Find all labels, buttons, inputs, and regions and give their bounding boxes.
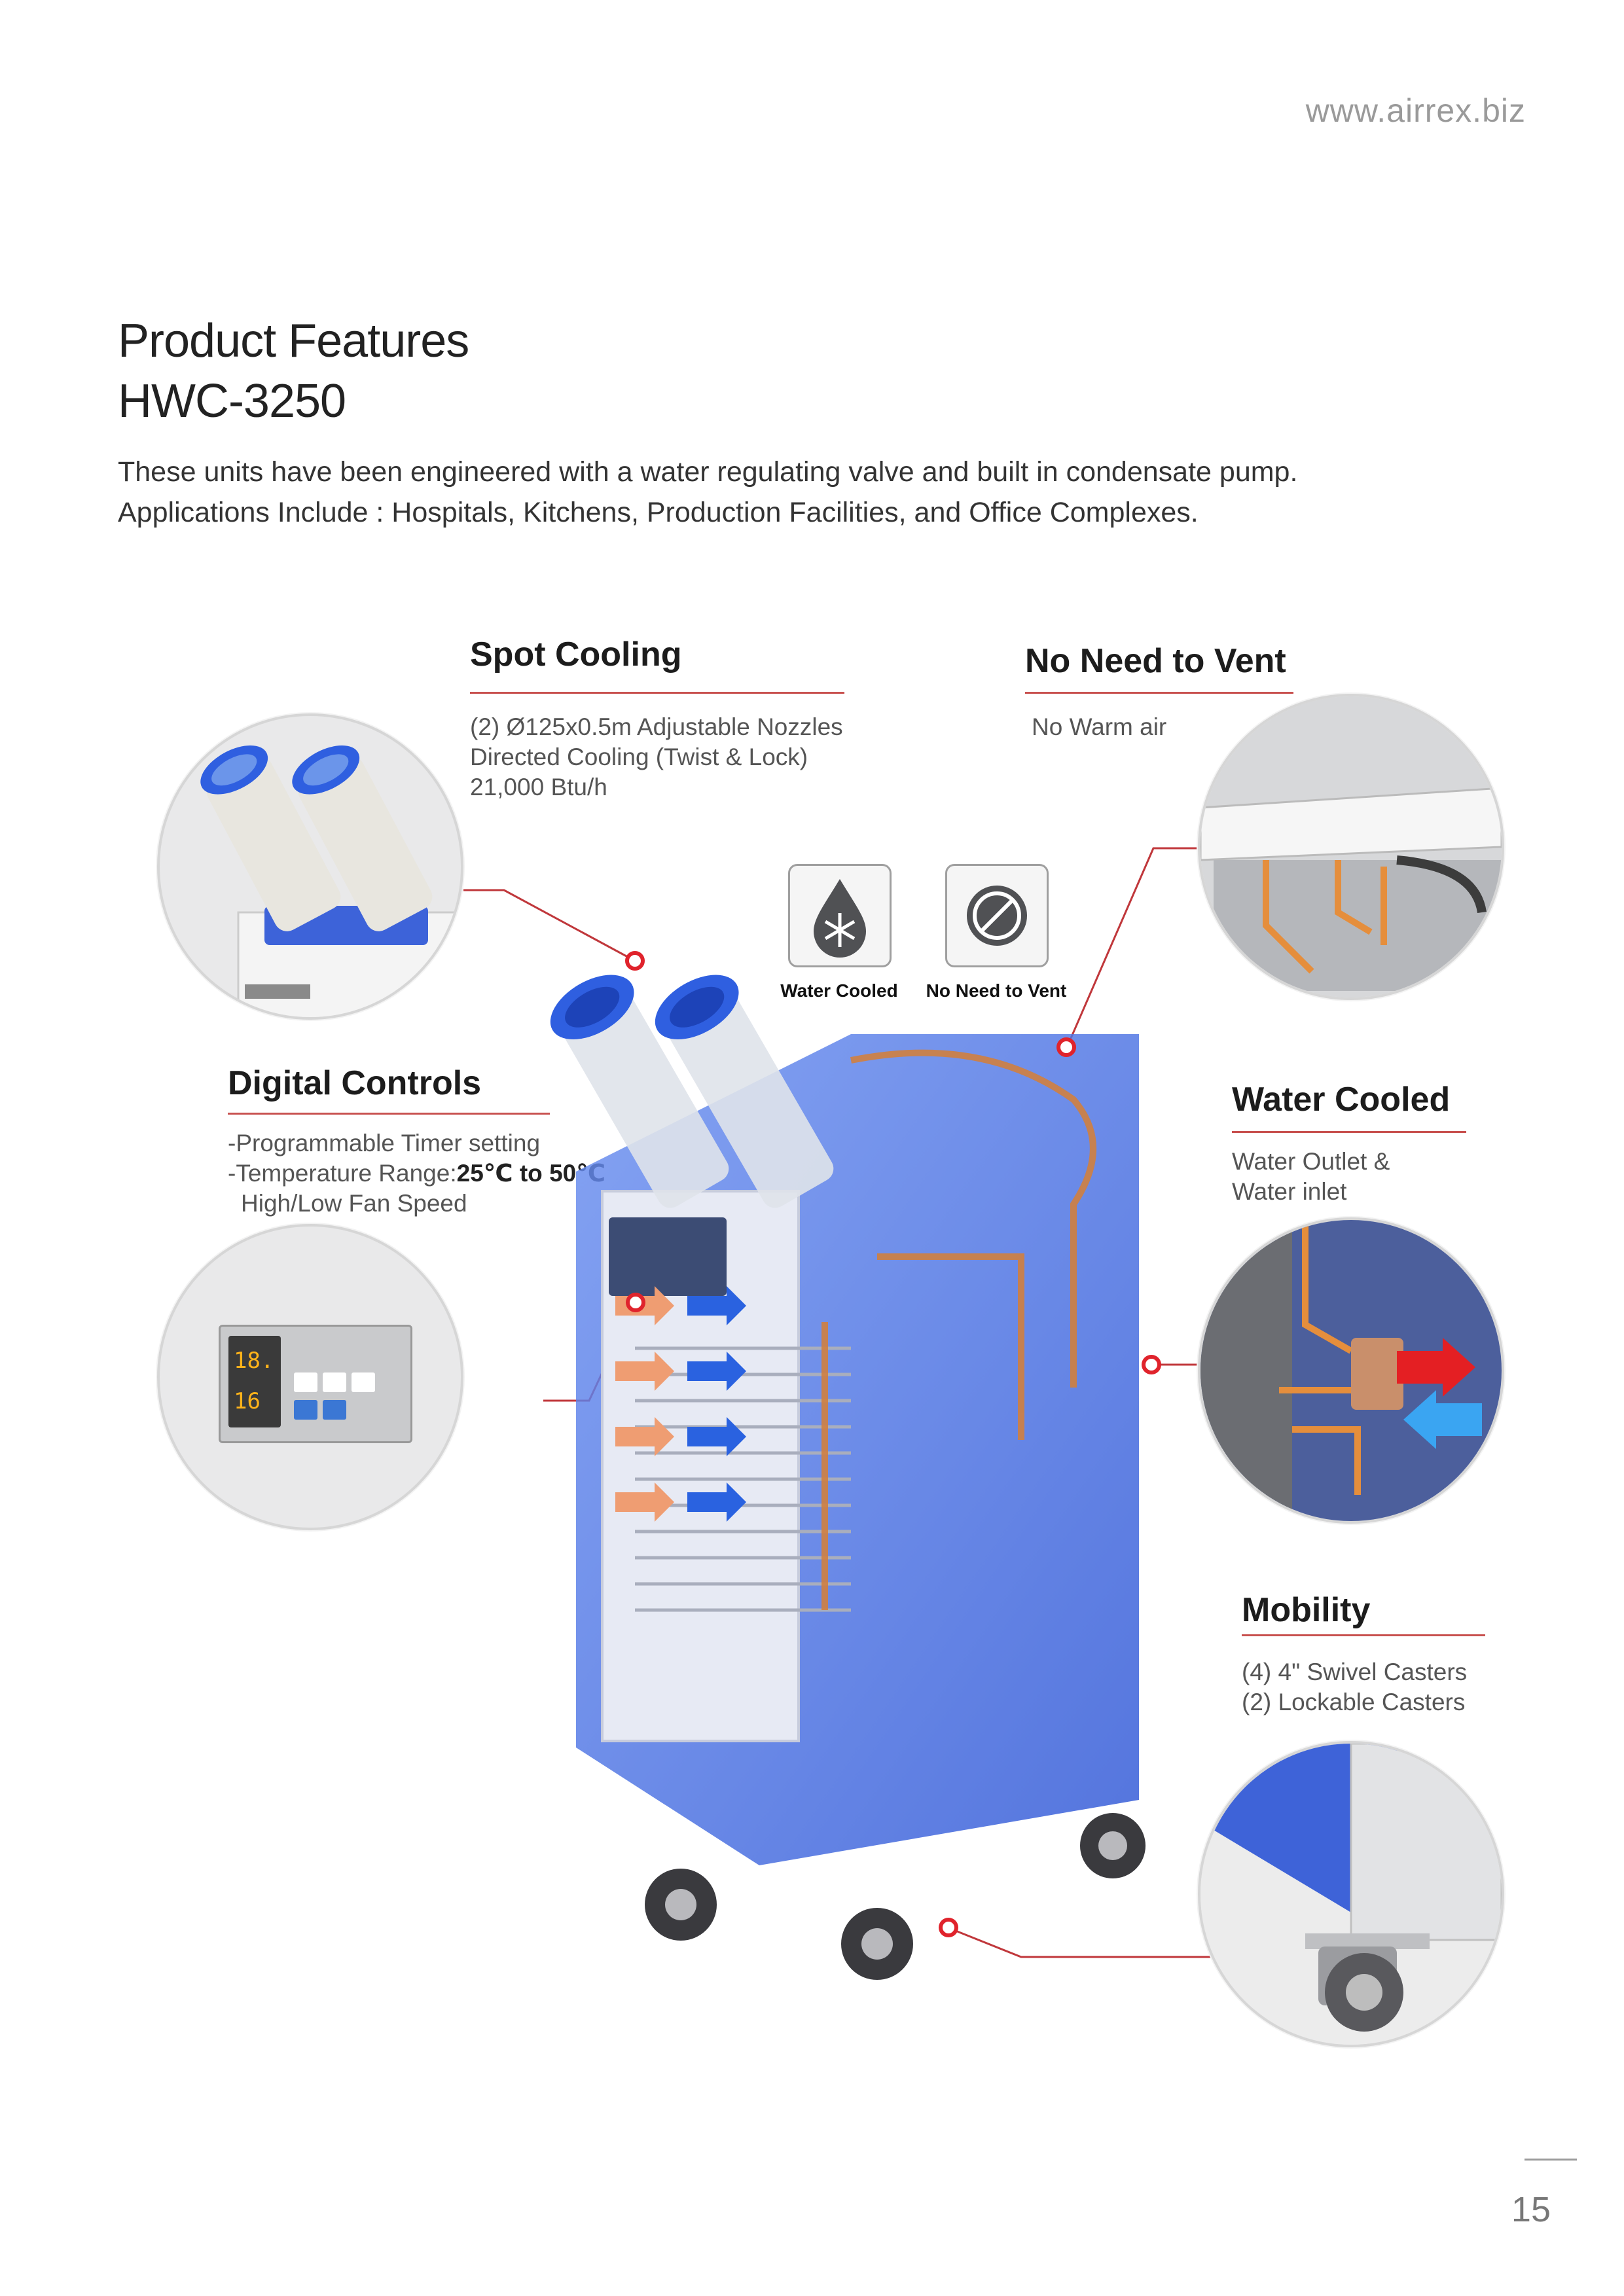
digital-controls-heading: Digital Controls (228, 1064, 482, 1102)
no-vent-icon (967, 886, 1027, 946)
no-need-to-vent-heading: No Need to Vent (1025, 642, 1286, 680)
water-cooled-marker[interactable] (1142, 1355, 1161, 1374)
no-need-to-vent-rule (1025, 692, 1293, 694)
page-title: Product Features (118, 315, 469, 367)
water-ports-detail-circle (1198, 1217, 1504, 1524)
digital-controls-marker[interactable] (626, 1293, 645, 1312)
unit-wheels (645, 1813, 1146, 1980)
caster-detail-circle (1198, 1741, 1504, 2047)
mobility-marker[interactable] (939, 1918, 958, 1937)
digital-controls-text: -Programmable Timer setting -Temperature… (228, 1128, 605, 1219)
connector-mobility (948, 1927, 1215, 1958)
mobility-line-1: (4) 4" Swivel Casters (1242, 1659, 1468, 1685)
spot-cooling-marker[interactable] (625, 951, 645, 971)
page-number-rule (1525, 2159, 1577, 2161)
page-number: 15 (1511, 2190, 1551, 2229)
water-cooled-badge-label: Water Cooled (780, 980, 898, 1001)
spot-cooling-line-2: Directed Cooling (Twist & Lock) (470, 744, 808, 770)
display-top-value: 18. (234, 1348, 274, 1374)
caster-illustration (1200, 1744, 1502, 2045)
mobility-line-2: (2) Lockable Casters (1242, 1689, 1466, 1715)
no-vent-badge (945, 864, 1049, 967)
display-window: 18. 16 (228, 1336, 281, 1427)
no-vent-badge-label: No Need to Vent (926, 980, 1067, 1001)
nozzles-detail-circle (157, 713, 463, 1020)
no-need-to-vent-marker[interactable] (1056, 1037, 1076, 1057)
panel-button-1[interactable] (294, 1372, 317, 1392)
temp-range-label: -Temperature Range: (228, 1160, 457, 1187)
water-cooled-heading: Water Cooled (1232, 1081, 1451, 1119)
water-cooled-rule (1232, 1131, 1466, 1133)
mobility-heading: Mobility (1242, 1591, 1371, 1629)
no-vent-detail-circle (1198, 694, 1504, 1000)
spot-cooling-rule (470, 692, 844, 694)
panel-button-4[interactable] (294, 1400, 317, 1420)
connector-spot-cooling (463, 889, 636, 962)
connector-no-need-to-vent (1066, 847, 1202, 1048)
cool-air-arrows (687, 1286, 746, 1522)
nozzles-illustration (200, 745, 461, 1017)
spot-cooling-text: (2) Ø125x0.5m Adjustable Nozzles Directe… (470, 712, 843, 802)
digital-controls-line-3: High/Low Fan Speed (241, 1190, 467, 1217)
water-cooled-text: Water Outlet & Water inlet (1232, 1147, 1390, 1207)
display-bottom-value: 16 (234, 1388, 261, 1414)
no-need-to-vent-line-1: No Warm air (1032, 713, 1167, 740)
intro-line-1: These units have been engineered with a … (118, 456, 1298, 488)
mobility-text: (4) 4" Swivel Casters (2) Lockable Caste… (1242, 1657, 1467, 1717)
control-panel: 18. 16 (219, 1325, 412, 1443)
model-title: HWC-3250 (118, 375, 346, 427)
water-cooled-line-1: Water Outlet & (1232, 1148, 1390, 1175)
digital-controls-line-1: -Programmable Timer setting (228, 1130, 541, 1157)
digital-controls-rule (228, 1113, 550, 1115)
water-drop-snowflake-icon (814, 879, 866, 958)
spot-cooling-line-1: (2) Ø125x0.5m Adjustable Nozzles (470, 713, 843, 740)
spot-cooling-line-3: 21,000 Btu/h (470, 774, 607, 800)
intro-line-2: Applications Include : Hospitals, Kitche… (118, 497, 1199, 528)
panel-button-5[interactable] (323, 1400, 346, 1420)
unit-control-panel (609, 1217, 727, 1296)
digital-controls-line-2: -Temperature Range:25℃ to 50℃ (228, 1158, 605, 1189)
unit-illustration (550, 975, 1146, 1980)
water-cooled-badge (788, 864, 892, 967)
copper-piping (821, 1049, 1096, 1610)
water-cooled-line-2: Water inlet (1232, 1178, 1347, 1205)
panel-button-2[interactable] (323, 1372, 346, 1392)
top-panel-illustration (1200, 696, 1502, 997)
mobility-rule (1242, 1634, 1485, 1636)
panel-button-3[interactable] (352, 1372, 375, 1392)
spot-cooling-heading: Spot Cooling (470, 636, 682, 673)
water-ports-illustration (1200, 1220, 1502, 1521)
website-url[interactable]: www.airrex.biz (1305, 92, 1526, 129)
control-panel-detail-circle: 18. 16 (157, 1224, 463, 1530)
